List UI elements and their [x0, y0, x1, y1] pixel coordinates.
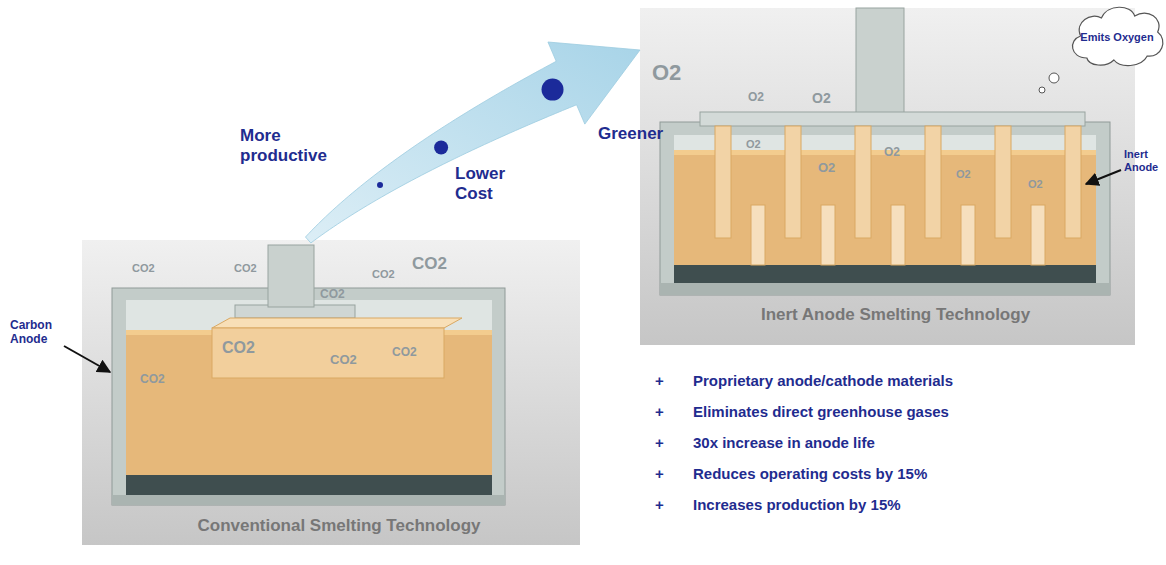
panel-ground: [82, 240, 580, 545]
bullet-mark: +: [655, 372, 664, 390]
cathode-bar: [751, 205, 765, 265]
cloud-text: Emits Oxygen: [1080, 31, 1153, 44]
gas-label: CO2: [330, 352, 357, 368]
electrolyte-bath: [674, 150, 1096, 265]
transition-arrow: [305, 42, 640, 243]
process-panel: Inert Anode Smelting Technology: [640, 8, 1151, 345]
inert-anode-cell: [660, 8, 1110, 295]
cloud-shape: [1073, 7, 1163, 65]
metal-pad: [674, 265, 1096, 283]
gas-label: CO2: [392, 345, 417, 359]
bullet-text: Proprietary anode/cathode materials: [693, 372, 953, 390]
cell-wall: [126, 300, 492, 495]
inert-anode-bar: [995, 126, 1011, 238]
bullet-text: Reduces operating costs by 15%: [693, 465, 927, 483]
gas-label: O2: [652, 60, 681, 86]
carbon-anode-top: [212, 318, 462, 328]
part-label: Carbon Anode: [10, 318, 66, 347]
process-panel: Conventional Smelting Technology: [82, 240, 596, 545]
bullet-text: Increases production by 15%: [693, 496, 901, 514]
anode-stem: [268, 245, 314, 307]
bullet-text: 30x increase in anode life: [693, 434, 875, 452]
benefit-label: More productive: [240, 126, 340, 167]
panel-caption-box: Inert Anode Smelting Technology: [640, 305, 1151, 325]
cathode-bar: [961, 205, 975, 265]
leader-arrow: [1086, 170, 1121, 184]
gas-label: CO2: [132, 262, 155, 275]
gas-label: CO2: [140, 372, 165, 386]
gas-label: CO2: [234, 262, 257, 275]
gas-label: O2: [812, 90, 831, 107]
gas-label: CO2: [222, 338, 255, 357]
panel-caption-box: Conventional Smelting Technology: [82, 516, 596, 536]
cell-shell: [660, 122, 1110, 295]
bullet-mark: +: [655, 465, 664, 483]
thought-cloud: Emits Oxygen: [1066, 2, 1166, 70]
panel-ground: [640, 8, 1135, 345]
cathodes: [751, 205, 1045, 265]
gas-label: CO2: [412, 254, 447, 274]
conventional-cell: [112, 245, 505, 505]
step-dot: [542, 79, 564, 101]
cell-wall: [674, 135, 1096, 275]
bullet-mark: +: [655, 403, 664, 421]
cathode-bar: [891, 205, 905, 265]
step-dot: [377, 182, 383, 188]
benefit-label: Greener: [598, 124, 663, 144]
cell-base: [660, 283, 1110, 295]
gas-label: O2: [1028, 178, 1043, 191]
cathode-bar: [1031, 205, 1045, 265]
inert-anode-bar: [855, 126, 871, 238]
cloud-text-box: Emits Oxygen: [1080, 16, 1154, 60]
bus-plate: [700, 112, 1085, 126]
cell-base: [112, 495, 505, 505]
gas-label: CO2: [320, 287, 345, 301]
cathode-bar: [821, 205, 835, 265]
thought-bubble: [1039, 87, 1045, 93]
gas-label: O2: [884, 145, 900, 159]
inert-anode-bar: [1065, 126, 1081, 238]
inert-anode-bar: [715, 126, 731, 238]
inert-anode-bar: [925, 126, 941, 238]
gas-label: O2: [956, 168, 971, 181]
gas-label: O2: [746, 138, 761, 151]
gas-label: O2: [748, 90, 764, 104]
gas-label: CO2: [372, 268, 395, 281]
thought-bubble: [1049, 73, 1059, 83]
metal-pad: [126, 475, 492, 495]
cell-shell: [112, 288, 505, 505]
panel-caption: Inert Anode Smelting Technology: [640, 305, 1151, 325]
anode-stem: [856, 8, 904, 114]
bullet-mark: +: [655, 434, 664, 452]
benefit-label: Lower Cost: [455, 164, 530, 205]
part-label: Inert Anode: [1124, 148, 1164, 174]
bullet-text: Eliminates direct greenhouse gases: [693, 403, 949, 421]
panel-caption: Conventional Smelting Technology: [82, 516, 596, 536]
bullet-mark: +: [655, 496, 664, 514]
leader-arrow: [64, 346, 110, 372]
step-dot: [434, 141, 448, 155]
inert-anode-bar: [785, 126, 801, 238]
gas-label: O2: [818, 160, 835, 176]
carbon-anode: [212, 328, 444, 378]
